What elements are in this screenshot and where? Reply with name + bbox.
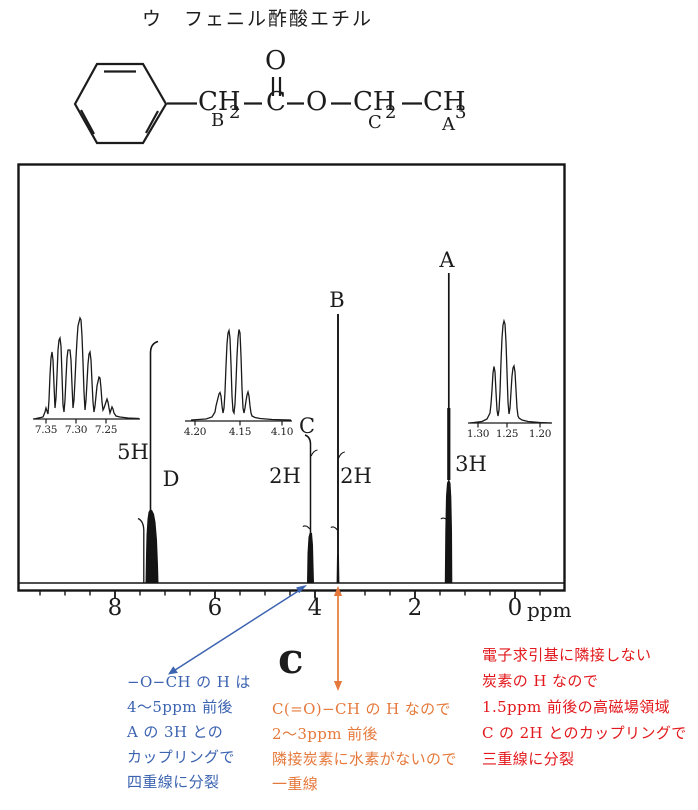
peak-label-a: A [439,248,455,272]
bond-lines [167,77,422,105]
annotation-red-line: 1.5ppm 前後の高磁場領域 [482,698,671,716]
annotation-red-line: 三重線に分裂 [482,750,575,768]
methyl-ch3-label: CH [423,87,466,117]
annotation-orange-line: C(=O)−CH の H なので [272,700,451,718]
integration-2h-c: 2H [269,464,301,488]
annotation-blue-line: A の 3H との [127,723,224,741]
carbonyl-o-label: O [265,46,287,76]
annotation-orange-line: 隣接炭素に水素がないので [272,750,457,768]
blue-arrow [168,585,307,675]
peak-label-d: D [162,467,180,491]
inset1-tick-735: 7.35 [34,424,58,436]
axis-tick-label-6: 6 [207,595,223,621]
ethyl-position-letter: C [368,112,382,133]
annotation-blue-line: 四重線に分裂 [127,773,220,791]
peak-label-b: B [329,288,345,312]
annotation-blue-line: −O−CH の H は [127,673,251,691]
ethyl-ch2-subscript: 2 [385,102,397,123]
annotation-blue: −O−CH の H は 4〜5ppm 前後 A の 3H との カップリングで … [127,670,251,795]
answer-letter: c [278,634,304,683]
annotation-orange-line: 2〜3ppm 前後 [272,725,378,743]
methyl-ch3-subscript: 3 [455,102,467,123]
carbonyl-c-label: C [266,87,286,117]
annotation-orange-line: 一重線 [272,775,319,793]
inset2-tick-410: 4.10 [270,426,294,438]
inset3-tick-120: 1.20 [528,428,552,440]
peak-label-c: C [298,414,316,438]
inset-aromatic-multiplet [33,316,140,424]
page-title: ウ フェニル酢酸エチル [142,8,374,30]
peak-c [302,434,318,583]
methyl-position-letter: A [442,114,455,135]
integration-5h: 5H [117,440,149,464]
inset1-tick-730: 7.30 [64,424,88,436]
benzyl-ch2-subscript: 2 [229,102,241,123]
annotation-red: 電子求引基に隣接しない 炭素の H なので 1.5ppm 前後の高磁場領域 C … [482,642,687,772]
inset3-tick-125: 1.25 [495,428,519,440]
benzyl-ch2-label: CH [198,87,241,117]
annotation-red-line: C の 2H とのカップリングで [482,724,687,742]
spectrum-frame [17,163,566,599]
inset-quartet [185,327,292,426]
integration-2h-b: 2H [340,464,372,488]
inset2-tick-415: 4.15 [228,426,252,438]
axis-tick-label-2: 2 [407,595,423,621]
annotation-blue-line: カップリングで [127,748,235,766]
integration-3h: 3H [455,452,487,476]
inset2-tick-420: 4.20 [183,426,207,438]
annotation-orange: C(=O)−CH の H なので 2〜3ppm 前後 隣接炭素に水素がないので … [272,697,457,797]
annotation-red-line: 炭素の H なので [482,672,599,690]
inset-triplet [468,318,552,428]
ethyl-ch2-label: CH [353,87,396,117]
axis-tick-label-4: 4 [307,595,323,621]
inset3-tick-130: 1.30 [466,428,490,440]
axis-tick-label-8: 8 [107,595,123,621]
orange-arrow [333,586,343,691]
annotation-blue-line: 4〜5ppm 前後 [127,698,233,716]
benzene-ring-icon [73,62,168,145]
axis-unit-label: ppm [527,598,572,622]
axis-tick-label-0: 0 [507,595,523,621]
peak-d [137,340,159,583]
peak-b [330,314,345,583]
inset1-tick-725: 7.25 [94,424,118,436]
benzyl-position-letter: B [211,110,225,131]
annotation-red-line: 電子求引基に隣接しない [482,646,652,664]
ester-o-label: O [306,87,328,117]
peak-a [440,273,453,583]
